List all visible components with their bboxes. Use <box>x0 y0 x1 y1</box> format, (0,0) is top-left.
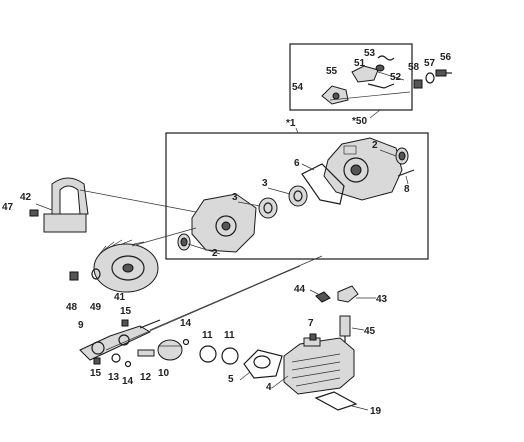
part-57-washer <box>425 72 435 84</box>
label-1: *1 <box>286 118 296 129</box>
part-49-washer <box>91 268 101 280</box>
label-6: 6 <box>294 158 300 169</box>
part-7-bolt <box>309 333 317 341</box>
part-3-bearing-lower <box>258 197 278 219</box>
label-42: 42 <box>20 192 32 203</box>
part-15-bearing-upper <box>121 319 129 327</box>
part-15-bearing-lower <box>93 357 101 365</box>
label-5: 5 <box>228 374 234 385</box>
part-58-nut <box>413 79 423 89</box>
part-11-ring-right <box>221 347 239 365</box>
part-14-clip-lower <box>124 360 132 368</box>
label-11-right: 11 <box>224 330 235 341</box>
label-15-lower: 15 <box>90 368 102 379</box>
part-13-washer <box>111 353 121 363</box>
label-56: 56 <box>440 52 452 63</box>
label-12: 12 <box>140 372 152 383</box>
crankcase-right-half <box>323 137 403 201</box>
part-3-bearing-upper <box>288 185 308 207</box>
part-48-nut <box>69 271 79 281</box>
label-8: 8 <box>404 184 410 195</box>
label-15-upper: 15 <box>120 306 132 317</box>
part-5-cylinder-gasket <box>243 349 283 379</box>
label-41: 41 <box>114 292 126 303</box>
label-3-upper: 3 <box>262 178 268 189</box>
part-8-stud <box>397 169 415 177</box>
part-56-bolt <box>435 69 452 77</box>
part-45-spark-plug <box>339 315 351 342</box>
label-53: 53 <box>364 48 376 59</box>
label-13: 13 <box>108 372 120 383</box>
label-47: 47 <box>2 202 14 213</box>
label-19: 19 <box>370 406 382 417</box>
label-10: 10 <box>158 368 170 379</box>
label-4: 4 <box>266 382 272 393</box>
label-58: 58 <box>408 62 420 73</box>
label-44: 44 <box>294 284 306 295</box>
label-2-top: 2 <box>372 140 378 151</box>
label-14-lower: 14 <box>122 376 134 387</box>
label-7: 7 <box>308 318 314 329</box>
part-6-gasket <box>301 163 345 205</box>
part-41-flywheel <box>93 239 159 293</box>
part-12-piston-pin <box>137 349 155 357</box>
label-48: 48 <box>66 302 78 313</box>
part-42-ignition-coil <box>43 177 89 233</box>
part-53-spring <box>377 55 395 61</box>
label-55: 55 <box>326 66 338 77</box>
part-55-arm <box>351 65 405 83</box>
group-box-50 <box>289 43 413 111</box>
label-57: 57 <box>424 58 436 69</box>
label-49: 49 <box>90 302 102 313</box>
label-43: 43 <box>376 294 388 305</box>
part-43-plug-cap <box>337 285 359 303</box>
part-52-link <box>367 83 395 89</box>
label-45: 45 <box>364 326 376 337</box>
label-3-lower: 3 <box>232 192 238 203</box>
part-44-clip <box>315 291 331 303</box>
label-51: 51 <box>354 58 366 69</box>
label-52: 52 <box>390 72 402 83</box>
part-51-clip <box>375 64 385 72</box>
part-14-clip-upper <box>182 338 190 346</box>
part-2-seal-upper <box>395 147 409 165</box>
part-2-seal-lower <box>177 233 191 251</box>
part-47-screw <box>29 209 39 217</box>
part-19-gasket <box>314 391 358 411</box>
label-14-upper: 14 <box>180 318 192 329</box>
crankcase-left-half <box>191 193 257 253</box>
label-2-bottom: 2 <box>212 248 218 259</box>
group-box-1 <box>165 132 429 260</box>
part-4-cylinder <box>283 337 355 395</box>
label-11-left: 11 <box>202 330 213 341</box>
label-50: *50 <box>352 116 367 127</box>
part-10-piston <box>157 339 183 361</box>
label-9: 9 <box>78 320 84 331</box>
part-54-bracket <box>321 85 349 105</box>
label-54: 54 <box>292 82 304 93</box>
part-11-ring-left <box>199 345 217 363</box>
